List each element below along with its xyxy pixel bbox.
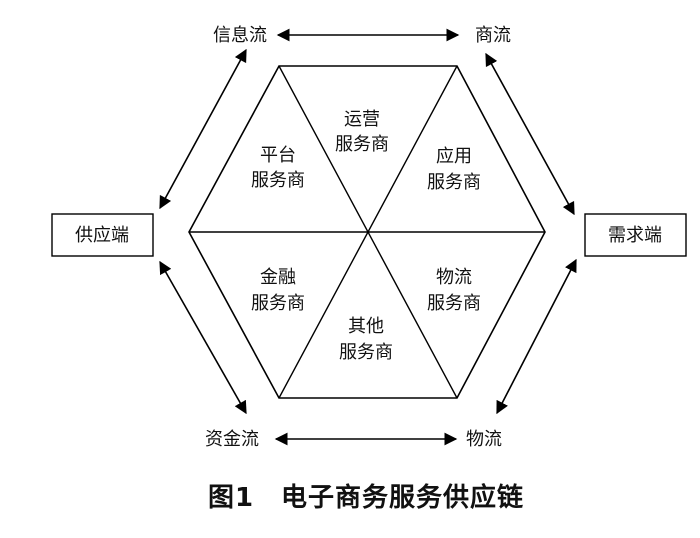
segment-finance-line1: 金融 — [260, 267, 296, 288]
segment-other-line1: 其他 — [348, 316, 384, 337]
segment-other-line2: 服务商 — [339, 342, 393, 363]
arrow-demand-logistics — [496, 258, 577, 415]
demand-end-label: 需求端 — [608, 225, 662, 246]
supply-end-label: 供应端 — [75, 225, 129, 246]
arrow-info-supply — [159, 48, 247, 210]
flow-info-label: 信息流 — [213, 25, 267, 46]
segment-logistics-line1: 物流 — [436, 267, 472, 288]
segment-operation-line1: 运营 — [344, 109, 380, 130]
segment-application-line1: 应用 — [436, 146, 472, 167]
arrow-supply-capital — [159, 260, 247, 415]
segment-logistics-line2: 服务商 — [427, 293, 481, 314]
supply-end-box — [51, 213, 154, 257]
demand-end-box — [584, 213, 687, 257]
flow-logistics-label: 物流 — [466, 429, 502, 450]
segment-application-line2: 服务商 — [427, 172, 481, 193]
arrow-commerce-demand — [485, 52, 575, 216]
segment-platform-line2: 服务商 — [251, 170, 305, 191]
segment-finance-line2: 服务商 — [251, 293, 305, 314]
flow-commerce-label: 商流 — [475, 25, 511, 46]
figure-caption: 图1 电子商务服务供应链 — [208, 482, 524, 513]
flow-capital-label: 资金流 — [205, 429, 259, 450]
segment-operation-line2: 服务商 — [335, 134, 389, 155]
segment-platform-line1: 平台 — [260, 145, 296, 166]
